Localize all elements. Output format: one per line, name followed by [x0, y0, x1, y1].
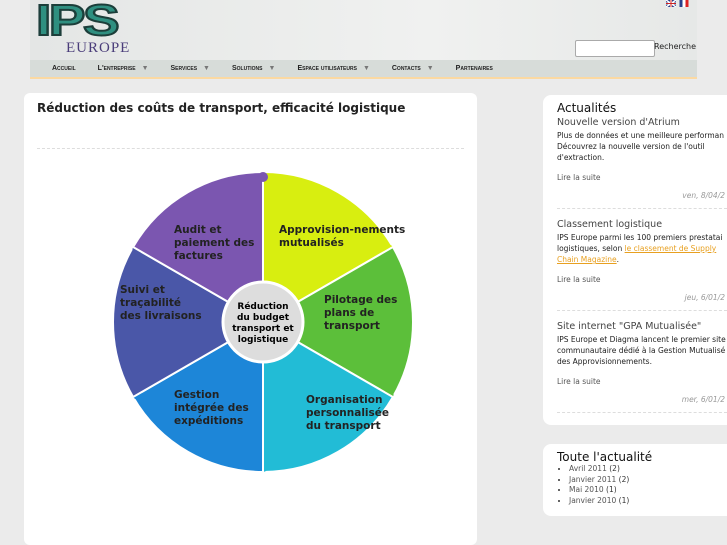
news-text: Plus de données et une meilleure perform…	[557, 131, 724, 140]
archive-item: Janvier 2011 (2)	[569, 475, 629, 486]
nav-label: L'entreprise	[97, 65, 136, 72]
archive-item: Avril 2011 (2)	[569, 464, 629, 475]
news-date: jeu, 6/01/2	[684, 293, 725, 302]
archive-block: Toute l'actualité Avril 2011 (2) Janvier…	[543, 444, 727, 516]
news-block: Actualités Nouvelle version d'Atrium Plu…	[543, 95, 727, 425]
archive-link[interactable]: Janvier 2011	[569, 474, 617, 484]
nav-item[interactable]: Services ▼	[171, 65, 210, 72]
news-text: IPS Europe et Diagma lancent le premier …	[557, 335, 726, 344]
site-header: IPS EUROPE Recherche	[30, 0, 697, 60]
news-title: Actualités	[557, 101, 617, 115]
dropdown-arrow-icon[interactable]: ▼	[141, 65, 149, 72]
dropdown-arrow-icon[interactable]: ▼	[362, 65, 370, 72]
main-content: Réduction des coûts de transport, effica…	[24, 93, 477, 545]
archive-count: (2)	[618, 474, 630, 484]
divider	[557, 310, 727, 311]
archive-link[interactable]: Mai 2010	[569, 485, 604, 494]
news-text: des Approvisionnements.	[557, 357, 652, 366]
divider	[557, 208, 727, 209]
nav-item[interactable]: Accueil	[52, 65, 76, 72]
nav-item[interactable]: Solutions ▼	[232, 65, 275, 72]
dropdown-arrow-icon[interactable]: ▼	[426, 65, 434, 72]
french-flag-icon[interactable]	[679, 0, 689, 7]
supply-chain-link[interactable]: Chain Magazine	[557, 255, 617, 264]
nav-label: Accueil	[52, 65, 76, 72]
news-text: .	[616, 255, 620, 264]
nav-item[interactable]: Contacts ▼	[392, 65, 434, 72]
archive-link[interactable]: Avril 2011	[569, 464, 607, 473]
nav-label: Solutions	[231, 65, 263, 72]
search-input[interactable]	[575, 40, 655, 57]
page-title: Réduction des coûts de transport, effica…	[37, 101, 406, 115]
english-flag-icon[interactable]	[666, 0, 676, 7]
archive-title: Toute l'actualité	[557, 450, 653, 464]
archive-count: (1)	[606, 485, 617, 494]
nav-item[interactable]: Partenaires	[456, 65, 493, 72]
nav-item[interactable]: Espace utilisateurs ▼	[297, 65, 369, 72]
news-date: ven, 8/04/2	[682, 191, 725, 200]
news-text: communautaire dédié à la Gestion Mutuali…	[557, 346, 726, 355]
archive-item: Mai 2010 (1)	[569, 485, 629, 496]
diagram-center	[221, 280, 305, 364]
news-text: d'extraction.	[557, 153, 605, 162]
news-item: Classement logistique IPS Europe parmi l…	[557, 219, 727, 305]
archive-count: (2)	[609, 464, 620, 473]
news-text: logistiques, selon	[557, 244, 625, 253]
news-item: Site internet "GPA Mutualisée" IPS Europ…	[557, 321, 727, 407]
logo-subtitle: EUROPE	[66, 40, 131, 56]
news-item-title[interactable]: Site internet "GPA Mutualisée"	[557, 321, 702, 332]
news-item-title[interactable]: Nouvelle version d'Atrium	[557, 117, 680, 128]
divider	[557, 412, 727, 413]
read-more-link[interactable]: Lire la suite	[557, 275, 601, 284]
nav-label: Contacts	[391, 65, 421, 72]
news-text: IPS Europe parmi les 100 premiers presta…	[557, 233, 723, 242]
archive-count: (1)	[618, 495, 630, 505]
archive-link[interactable]: Janvier 2010	[569, 495, 617, 505]
dropdown-arrow-icon[interactable]: ▼	[268, 65, 276, 72]
nav-item[interactable]: L'entreprise ▼	[98, 65, 149, 72]
read-more-link[interactable]: Lire la suite	[557, 377, 601, 386]
news-item-title[interactable]: Classement logistique	[557, 219, 663, 230]
supply-chain-link[interactable]: le classement de Supply	[624, 244, 717, 253]
read-more-link[interactable]: Lire la suite	[557, 173, 601, 182]
nav-label: Espace utilisateurs	[297, 65, 357, 72]
nav-label: Partenaires	[455, 65, 493, 72]
dropdown-arrow-icon[interactable]: ▼	[203, 65, 210, 72]
news-date: mer, 6/01/2	[681, 395, 725, 404]
divider	[37, 148, 464, 149]
archive-item: Janvier 2010 (1)	[569, 496, 629, 507]
news-item: Nouvelle version d'Atrium Plus de donnée…	[557, 117, 727, 203]
nav-label: Services	[170, 65, 198, 72]
news-text: Découvrez la nouvelle version de l'outil	[557, 142, 705, 151]
archive-list: Avril 2011 (2) Janvier 2011 (2) Mai 2010…	[557, 464, 629, 506]
search-button[interactable]: Recherche	[654, 42, 697, 51]
arrow-head-icon	[258, 172, 268, 182]
logo[interactable]: IPS	[35, 0, 121, 45]
